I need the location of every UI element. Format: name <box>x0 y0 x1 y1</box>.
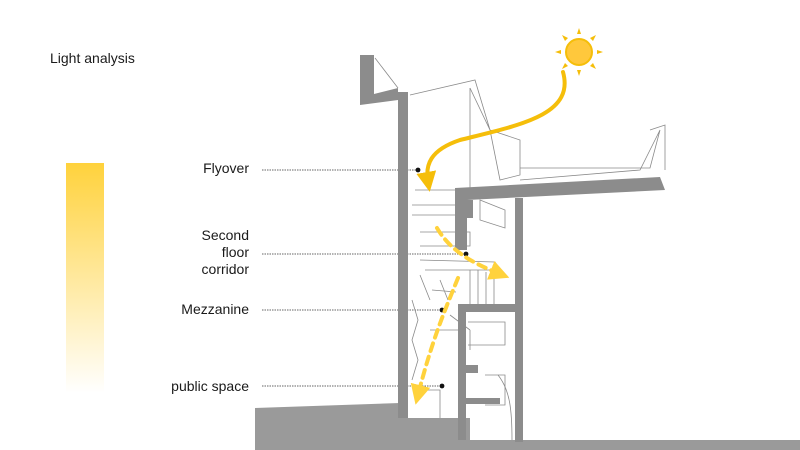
slab-stub <box>455 200 473 218</box>
mezzanine-step <box>458 365 478 373</box>
structure-walls <box>360 55 665 442</box>
ground-section <box>255 403 400 450</box>
label-second-floor-corridor: Second floor corridor <box>202 227 249 278</box>
stair <box>411 299 419 381</box>
ground-ramp <box>400 418 470 450</box>
leader-lines <box>262 169 466 387</box>
indirect-light-corridor <box>435 226 510 280</box>
roof-slope-left <box>374 57 399 89</box>
label-public-space: public space <box>171 378 249 394</box>
leader-dot-flyover <box>415 167 421 173</box>
diagram-title: Light analysis <box>50 50 135 66</box>
label-mezzanine: Mezzanine <box>181 301 249 317</box>
ground-step <box>460 398 500 404</box>
interior-sketch <box>374 57 666 441</box>
sun-icon <box>555 28 603 76</box>
label-corridor-line1: Second <box>201 227 249 243</box>
indirect-light-down <box>410 276 460 405</box>
leader-dot-corridor <box>463 251 469 257</box>
glass-roof <box>409 79 491 131</box>
label-corridor-line2: floor <box>221 244 249 260</box>
flyover-deck <box>519 129 661 181</box>
left-wall <box>398 92 408 418</box>
lower-wall <box>458 345 466 440</box>
mezzanine-rail <box>469 270 495 305</box>
light-intensity-gradient <box>66 163 104 393</box>
roof-parapet <box>360 55 398 105</box>
corridor-floor <box>419 259 501 271</box>
sunlight-arrow <box>416 70 567 192</box>
flyover-slab <box>455 177 665 250</box>
right-wall <box>515 198 523 442</box>
ground-section-right <box>460 440 800 450</box>
leader-dot-public <box>439 383 445 389</box>
label-corridor-line3: corridor <box>201 261 249 277</box>
curved-wall <box>497 374 513 441</box>
flyover-bridge <box>412 204 461 216</box>
mezzanine-slab <box>458 304 520 345</box>
label-flyover: Flyover <box>203 160 249 176</box>
